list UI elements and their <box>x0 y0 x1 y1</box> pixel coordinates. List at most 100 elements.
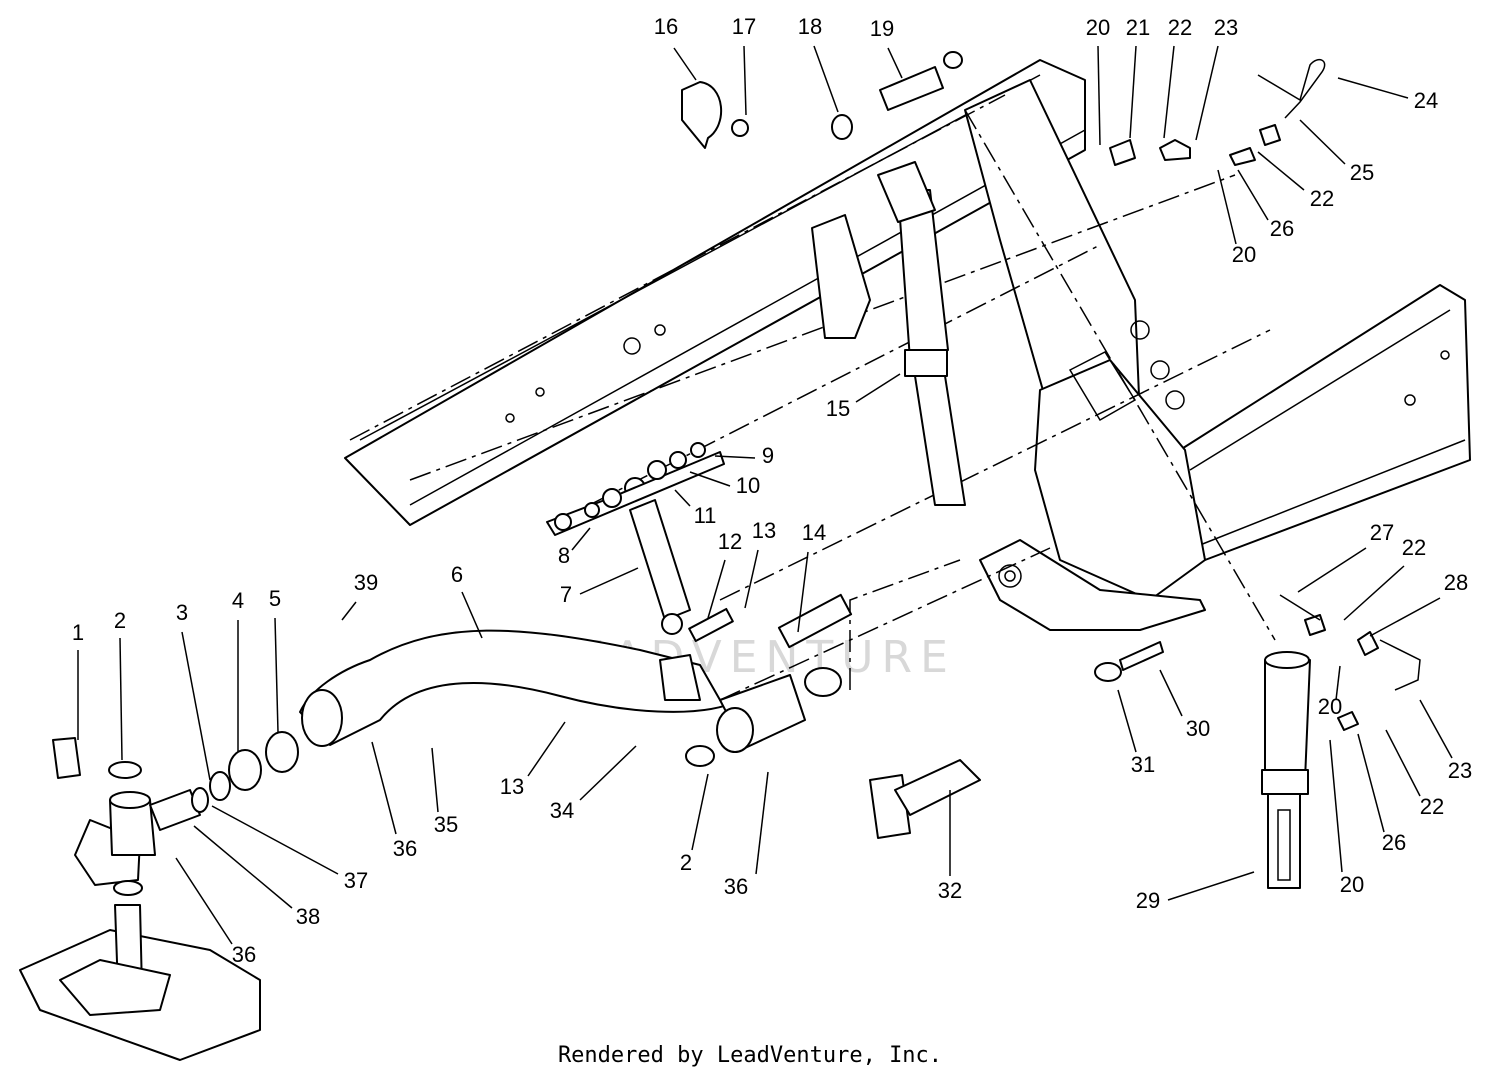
svg-text:31: 31 <box>1131 752 1155 777</box>
svg-text:26: 26 <box>1270 216 1294 241</box>
callout-22-a: 22 <box>1163 15 1192 139</box>
callout-5: 5 <box>269 586 281 733</box>
callout-32: 32 <box>938 790 962 903</box>
callout-2: 2 <box>114 608 126 761</box>
footer-credit: Rendered by LeadVenture, Inc. <box>557 1043 943 1068</box>
callout-29: 29 <box>1136 871 1255 913</box>
assembly-centerlines <box>349 94 1276 701</box>
callout-25: 25 <box>1299 119 1374 185</box>
svg-text:35: 35 <box>434 812 458 837</box>
callout-labels: 1 2 3 4 5 39 6 7 8 9 10 11 12 13 14 15 1… <box>72 14 1472 967</box>
callout-23-b: 23 <box>1419 699 1472 783</box>
shock-absorber <box>546 442 725 635</box>
svg-text:20: 20 <box>1232 242 1256 267</box>
svg-text:36: 36 <box>724 874 748 899</box>
svg-text:21: 21 <box>1126 15 1150 40</box>
callout-28: 28 <box>1369 570 1468 637</box>
svg-text:2: 2 <box>114 608 126 633</box>
svg-text:11: 11 <box>694 503 717 528</box>
callout-23-a: 23 <box>1195 15 1238 141</box>
svg-text:39: 39 <box>354 570 378 595</box>
hydraulic-cylinder-29 <box>1261 651 1311 889</box>
svg-text:28: 28 <box>1444 570 1468 595</box>
callout-15: 15 <box>826 373 901 421</box>
svg-text:17: 17 <box>732 14 756 39</box>
callout-34: 34 <box>550 745 637 823</box>
callout-22-d: 22 <box>1385 729 1444 819</box>
callout-30: 30 <box>1159 669 1210 741</box>
svg-text:8: 8 <box>558 543 570 568</box>
lift-arm <box>299 593 853 767</box>
callout-10: 10 <box>689 471 760 498</box>
svg-text:16: 16 <box>654 14 678 39</box>
svg-text:36: 36 <box>393 836 417 861</box>
svg-text:20: 20 <box>1340 872 1364 897</box>
callout-36-b: 36 <box>371 741 417 861</box>
svg-text:15: 15 <box>826 396 850 421</box>
spindle-assembly <box>19 731 299 1061</box>
callout-7: 7 <box>560 567 639 607</box>
svg-text:36: 36 <box>232 942 256 967</box>
svg-text:5: 5 <box>269 586 281 611</box>
lower-pins <box>869 641 1164 839</box>
svg-text:37: 37 <box>344 868 368 893</box>
callout-13-b: 13 <box>500 721 566 799</box>
callout-38: 38 <box>193 825 320 929</box>
svg-text:3: 3 <box>176 600 188 625</box>
callout-21: 21 <box>1126 15 1150 139</box>
callout-26-b: 26 <box>1357 733 1406 855</box>
callout-36-c: 36 <box>175 857 256 967</box>
svg-text:9: 9 <box>762 443 774 468</box>
svg-text:13: 13 <box>752 518 776 543</box>
callout-27: 27 <box>1297 520 1394 593</box>
top-fittings <box>681 51 1421 731</box>
callout-9: 9 <box>714 443 774 468</box>
svg-text:6: 6 <box>451 562 463 587</box>
svg-text:7: 7 <box>560 582 572 607</box>
svg-text:20: 20 <box>1086 15 1110 40</box>
svg-text:22: 22 <box>1402 535 1426 560</box>
callout-35: 35 <box>431 747 458 837</box>
callout-8: 8 <box>558 527 591 568</box>
callout-20-a: 20 <box>1086 15 1110 146</box>
callout-26-a: 26 <box>1237 169 1294 241</box>
svg-text:32: 32 <box>938 878 962 903</box>
svg-text:18: 18 <box>798 14 822 39</box>
callout-11: 11 <box>674 489 717 528</box>
svg-text:23: 23 <box>1448 758 1472 783</box>
svg-text:29: 29 <box>1136 888 1160 913</box>
svg-text:27: 27 <box>1370 520 1394 545</box>
svg-text:2: 2 <box>680 850 692 875</box>
svg-text:22: 22 <box>1168 15 1192 40</box>
svg-text:25: 25 <box>1350 160 1374 185</box>
callout-17: 17 <box>732 14 756 116</box>
svg-text:38: 38 <box>296 904 320 929</box>
callout-1: 1 <box>72 620 84 740</box>
callout-12: 12 <box>707 529 742 619</box>
callout-3: 3 <box>176 600 211 781</box>
callout-2-b: 2 <box>680 773 709 875</box>
callout-20-d: 20 <box>1329 739 1364 897</box>
svg-text:10: 10 <box>736 473 760 498</box>
svg-text:20: 20 <box>1318 694 1342 719</box>
callout-6: 6 <box>451 562 483 639</box>
svg-text:22: 22 <box>1310 186 1334 211</box>
callout-31: 31 <box>1117 689 1155 777</box>
svg-text:13: 13 <box>500 774 524 799</box>
svg-text:1: 1 <box>72 620 84 645</box>
callout-19: 19 <box>870 16 903 79</box>
svg-text:23: 23 <box>1214 15 1238 40</box>
callout-37: 37 <box>211 805 368 893</box>
callout-13: 13 <box>744 518 776 609</box>
callout-18: 18 <box>798 14 839 113</box>
svg-text:19: 19 <box>870 16 894 41</box>
callout-4: 4 <box>232 588 244 752</box>
callout-36-a: 36 <box>724 771 769 899</box>
svg-text:26: 26 <box>1382 830 1406 855</box>
callout-24: 24 <box>1337 77 1438 113</box>
svg-text:22: 22 <box>1420 794 1444 819</box>
callout-20-c: 20 <box>1318 665 1342 719</box>
main-frame <box>344 59 1471 631</box>
callout-16: 16 <box>654 14 697 81</box>
